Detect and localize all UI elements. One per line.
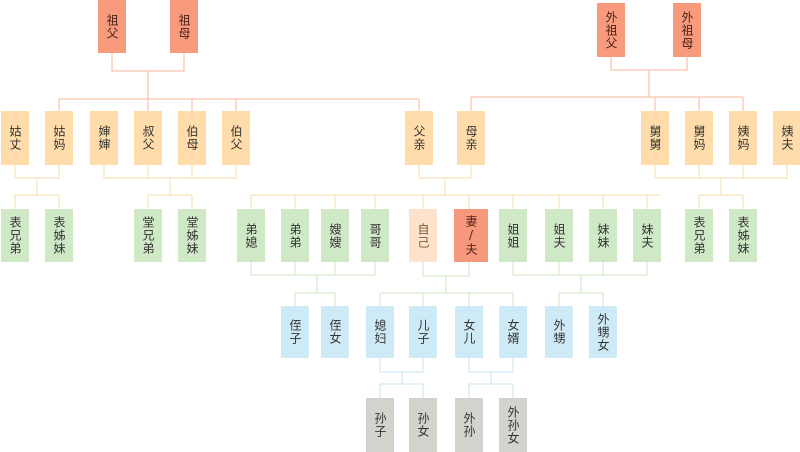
node-meimei[interactable]: 妹妹: [589, 209, 617, 262]
node-jiefu[interactable]: 姐夫: [545, 209, 573, 262]
node-muqin[interactable]: 母亲: [457, 111, 485, 165]
node-yifu[interactable]: 姨夫: [773, 111, 800, 165]
node-tangxiongdi[interactable]: 堂兄弟: [134, 209, 162, 262]
node-zhinv[interactable]: 侄女: [321, 306, 349, 358]
node-qifu[interactable]: 妻/夫: [454, 209, 488, 262]
node-waisun[interactable]: 外孙: [455, 398, 483, 452]
node-zufu[interactable]: 祖父: [98, 0, 126, 53]
node-dixi[interactable]: 弟媳: [237, 209, 265, 262]
node-biaoxiongdi-right[interactable]: 表兄弟: [685, 209, 713, 262]
node-waisheng[interactable]: 外甥: [545, 306, 573, 358]
node-jiejie[interactable]: 姐姐: [499, 209, 527, 262]
node-gege[interactable]: 哥哥: [361, 209, 389, 262]
node-shenshen[interactable]: 婶婶: [90, 111, 118, 165]
node-xifu[interactable]: 媳妇: [366, 306, 394, 358]
node-jiuma[interactable]: 舅妈: [685, 111, 713, 165]
children-connectors: [379, 358, 514, 398]
node-fuqin[interactable]: 父亲: [405, 111, 433, 165]
node-erzi[interactable]: 儿子: [409, 306, 437, 358]
node-zumu[interactable]: 祖母: [170, 0, 198, 53]
node-zhizi[interactable]: 侄子: [281, 306, 309, 358]
node-tangzimei[interactable]: 堂姊妹: [178, 209, 206, 262]
node-ziji[interactable]: 自己: [409, 209, 437, 262]
node-nver[interactable]: 女儿: [455, 306, 483, 358]
node-biaozimei-right[interactable]: 表姊妹: [729, 209, 757, 262]
node-meifu[interactable]: 妹夫: [633, 209, 661, 262]
node-waizumu[interactable]: 外祖母: [673, 3, 701, 57]
node-bofu[interactable]: 伯父: [222, 111, 250, 165]
node-biaoxiongdi-left[interactable]: 表兄弟: [1, 209, 29, 262]
node-waisunnv[interactable]: 外孙女: [499, 398, 527, 452]
node-saosao[interactable]: 嫂嫂: [321, 209, 349, 262]
node-yima[interactable]: 姨妈: [729, 111, 757, 165]
node-biaozimei-left[interactable]: 表姊妹: [45, 209, 73, 262]
node-nvxu[interactable]: 女婿: [499, 306, 527, 358]
parent-connectors: [14, 165, 788, 209]
node-bomu[interactable]: 伯母: [178, 111, 206, 165]
node-sunzi[interactable]: 孙子: [366, 398, 394, 452]
node-guzhang[interactable]: 姑丈: [1, 111, 29, 165]
grandparent-connectors: [58, 53, 744, 111]
node-didi[interactable]: 弟弟: [281, 209, 309, 262]
node-waizufu[interactable]: 外祖父: [597, 3, 625, 57]
sibling-connectors: [250, 262, 648, 306]
node-shufu[interactable]: 叔父: [134, 111, 162, 165]
node-guma[interactable]: 姑妈: [45, 111, 73, 165]
node-sunnv[interactable]: 孙女: [409, 398, 437, 452]
node-waishengnv[interactable]: 外甥女: [589, 306, 617, 358]
node-jiujiu[interactable]: 舅舅: [641, 111, 669, 165]
